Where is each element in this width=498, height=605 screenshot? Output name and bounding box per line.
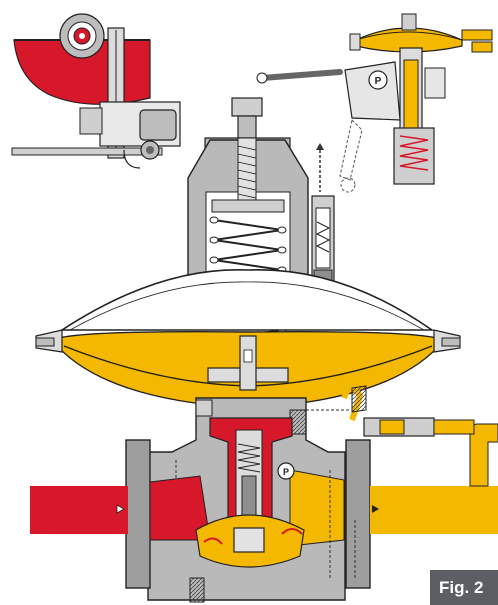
pilot-inset: P <box>256 13 493 193</box>
movement-indicator <box>316 143 324 192</box>
lever-mechanism-inset <box>11 13 181 169</box>
pilot-port-label: P <box>283 467 289 477</box>
body-hidden-lines <box>175 409 356 578</box>
pilot-inset-label: P <box>375 76 382 87</box>
figure-label: Fig. 2 <box>430 570 498 605</box>
spring-housing <box>187 97 309 281</box>
valve-stem <box>239 335 257 391</box>
sensing-line-fitting <box>341 385 475 437</box>
inlet-pipe <box>30 475 211 541</box>
outlet-pipe <box>289 423 498 547</box>
downstream-chamber <box>195 514 305 568</box>
